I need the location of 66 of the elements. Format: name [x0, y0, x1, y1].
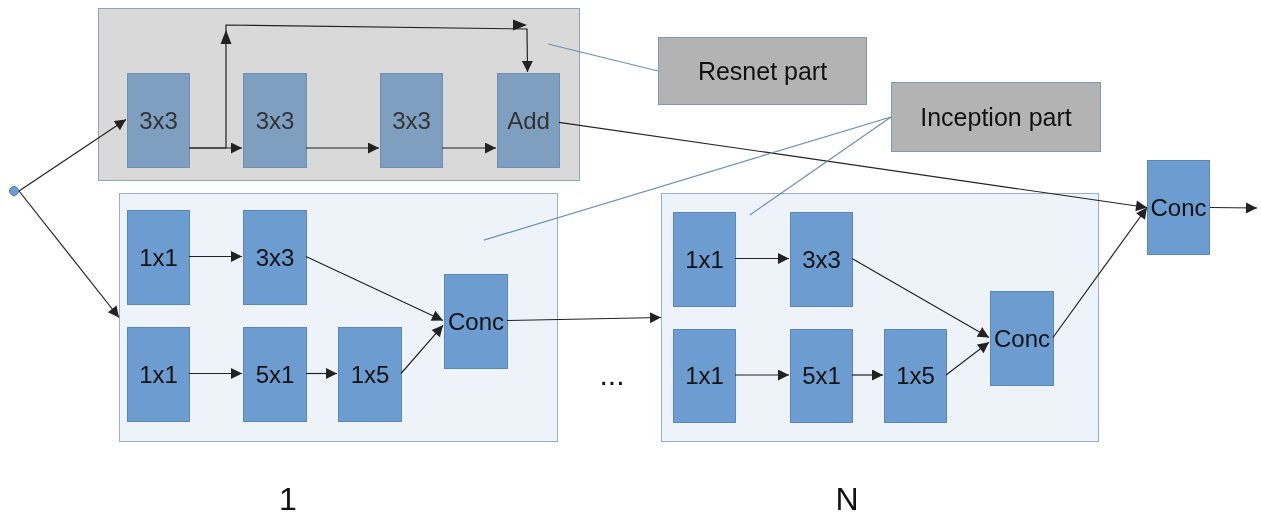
layer-box — [673, 329, 736, 423]
layer-label: Add — [507, 108, 550, 133]
arrow — [18, 190, 120, 319]
layer-label: 3x3 — [255, 245, 295, 270]
arrow — [851, 369, 884, 381]
layer-box — [243, 327, 307, 422]
callout-box — [658, 37, 867, 105]
layer-label: Conc — [994, 326, 1050, 351]
callout-box — [891, 82, 1101, 152]
arrow — [945, 341, 990, 376]
layer-label: 1x1 — [139, 245, 178, 270]
layer-label: 5x1 — [255, 362, 295, 387]
layer-box — [990, 291, 1054, 386]
arrow — [851, 257, 990, 339]
arrow — [18, 118, 127, 192]
ellipsis-label: ... — [599, 360, 625, 390]
layer-label: 1x1 — [685, 247, 724, 272]
module-index-label: 1 — [279, 483, 297, 515]
layer-label: Conc — [448, 309, 504, 334]
arrow — [558, 121, 1148, 212]
layer-label: Conc — [1150, 195, 1207, 220]
layer-box — [884, 329, 947, 423]
arrow — [734, 253, 790, 264]
layer-box — [790, 212, 853, 307]
inception-module-panel — [661, 193, 1099, 442]
arrow — [400, 324, 444, 375]
layer-label: Inception part — [920, 104, 1072, 130]
layer-box — [673, 212, 736, 307]
layer-box — [380, 73, 443, 168]
leader-line — [749, 116, 892, 216]
layer-label: 1x1 — [139, 362, 178, 387]
module-index-label: N — [835, 483, 859, 515]
layer-label: 1x5 — [896, 364, 935, 388]
layer-label: 3x3 — [139, 108, 178, 133]
layer-box — [243, 210, 307, 305]
layer-box — [1147, 160, 1210, 255]
resnet-group-panel — [98, 8, 580, 181]
arrow — [305, 255, 444, 322]
layer-label: 3x3 — [255, 108, 295, 133]
arrow — [734, 369, 790, 381]
layer-box — [127, 73, 190, 168]
layer-label: 3x3 — [802, 247, 841, 272]
layer-box — [243, 73, 307, 168]
layer-box — [338, 327, 402, 422]
arrow — [441, 142, 497, 154]
arrow — [305, 142, 380, 154]
arrow — [1209, 202, 1258, 214]
layer-box — [497, 73, 560, 168]
layer-label: 1x5 — [350, 362, 390, 387]
layer-label: 3x3 — [392, 108, 431, 133]
layer-label: 1x1 — [685, 364, 724, 388]
layer-box — [127, 327, 190, 422]
layer-label: 5x1 — [802, 364, 841, 388]
leader-line — [483, 116, 892, 241]
arrow — [1052, 206, 1148, 339]
leader-line — [547, 43, 659, 72]
arrow — [188, 251, 243, 262]
input-dot — [9, 186, 19, 196]
layer-box — [790, 329, 853, 423]
inception-module-panel — [119, 193, 558, 442]
arrow — [305, 368, 338, 379]
layer-box — [444, 274, 508, 369]
layer-label: Resnet part — [697, 58, 828, 84]
layer-box — [127, 210, 190, 305]
arrow — [188, 368, 243, 379]
arrow — [506, 312, 662, 324]
